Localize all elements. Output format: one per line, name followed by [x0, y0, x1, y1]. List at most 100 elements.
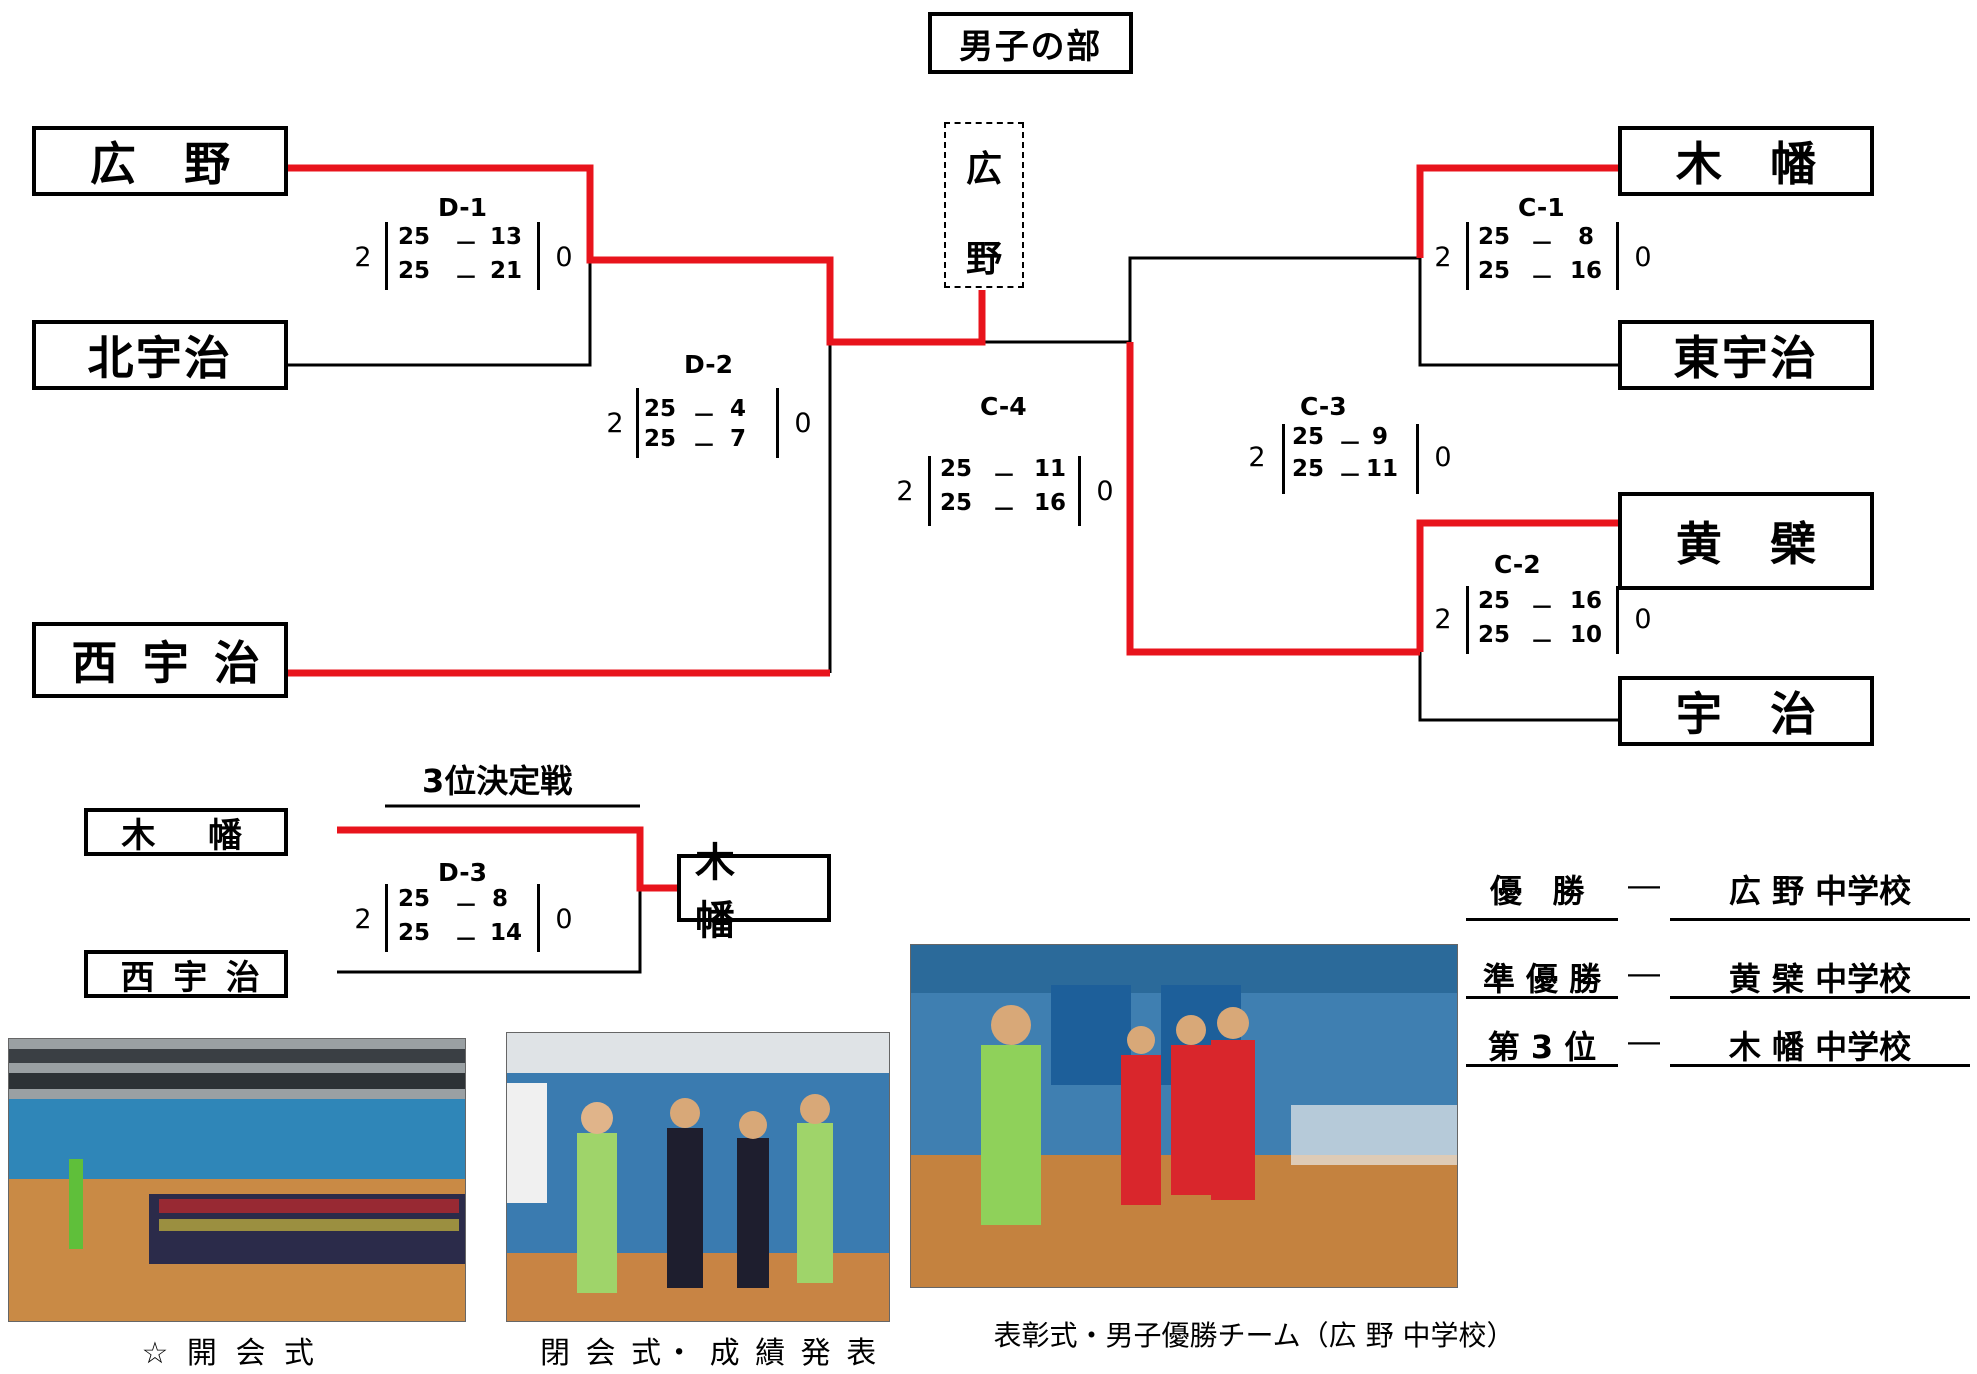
result-rank-1: 優 勝 [1490, 872, 1594, 910]
match-c1-bar-r [1616, 222, 1619, 290]
result-school-1: 広 野 中学校 [1728, 872, 1912, 910]
match-d1-dash2: － [454, 265, 478, 291]
loser-lines [285, 256, 1618, 974]
result-dash-3: ― [1628, 1022, 1660, 1060]
line-kitauji [285, 258, 592, 367]
match-c4-s2a: 25 [939, 490, 972, 516]
match-c2-s2b: 10 [1569, 622, 1602, 648]
match-d2-dash1: － [692, 403, 716, 429]
match-d2-s1b: 4 [729, 396, 746, 422]
match-c3-s1b: 9 [1371, 424, 1388, 450]
match-d1-s2b: 21 [489, 258, 522, 284]
champion-char-2: 野 [965, 239, 1002, 280]
caption-opening: ☆ 開 会 式 [141, 1336, 319, 1371]
third-winner-label: 木 幡 [695, 840, 759, 944]
result-underline-rank-1 [1466, 918, 1618, 921]
match-d3-bar-r [537, 884, 540, 952]
team-hirono: 広 野 [32, 126, 288, 196]
team-obaku: 黄 檗 [1618, 492, 1874, 590]
result-underline-rank-3 [1466, 1064, 1618, 1067]
match-d2-s1a: 25 [643, 396, 676, 422]
match-d1-s1b: 13 [489, 224, 522, 250]
match-c1-dash1: － [1530, 231, 1554, 257]
line-higashiuji [1418, 258, 1618, 367]
match-d3-dash1: － [454, 893, 478, 919]
match-c2-dash2: － [1530, 629, 1554, 655]
match-c1-s2a: 25 [1477, 258, 1510, 284]
match-c2-bar-l [1466, 586, 1469, 654]
match-d1-dash1: － [454, 231, 478, 257]
team-higashiuji: 東宇治 [1618, 320, 1874, 390]
champion-char-1: 広 [965, 149, 1002, 190]
match-c1-label: C-1 [1518, 193, 1565, 222]
caption-closing: 閉 会 式・ 成 績 発 表 [540, 1336, 880, 1371]
result-dash-2: ― [1628, 954, 1660, 992]
division-title: 男子の部 [928, 12, 1133, 74]
match-c2-right: 0 [1634, 604, 1652, 635]
winner-lines [285, 164, 1618, 892]
win-obaku [1416, 519, 1618, 652]
match-c3-s2a: 25 [1291, 456, 1324, 482]
result-school-3: 木 幡 中学校 [1728, 1028, 1912, 1066]
match-d2-dash2: － [692, 433, 716, 459]
match-d2-bar-l [636, 388, 639, 458]
result-underline-rank-2 [1466, 996, 1618, 999]
team-kitauji-label: 北宇治 [87, 331, 233, 385]
match-d2-right: 0 [794, 408, 812, 439]
team-uji: 宇 治 [1618, 676, 1874, 746]
match-d1-s1a: 25 [397, 224, 430, 250]
match-c3-s2b: 11 [1365, 456, 1398, 482]
match-c4-right: 0 [1096, 476, 1114, 507]
line-uji [1418, 652, 1618, 722]
third-team-a-label: 木 幡 [121, 815, 263, 856]
match-c4-left: 2 [896, 476, 914, 507]
match-d2-bar-r [776, 388, 779, 458]
match-d3-s2b: 14 [489, 920, 522, 946]
match-c1-left: 2 [1434, 242, 1452, 273]
team-kitauji: 北宇治 [32, 320, 288, 390]
match-d1-left: 2 [354, 242, 372, 273]
match-d2-left: 2 [606, 408, 624, 439]
match-d3-bar-l [385, 884, 388, 952]
match-d3-label: D-3 [438, 858, 487, 887]
match-d1-s2a: 25 [397, 258, 430, 284]
match-d2-s2a: 25 [643, 426, 676, 452]
champion-box: 広 野 [944, 122, 1024, 288]
match-c1-dash2: － [1530, 265, 1554, 291]
match-c3-dash2: － [1338, 463, 1362, 489]
match-c2-s2a: 25 [1477, 622, 1510, 648]
line-d3-bottom [337, 888, 642, 974]
caption-award: 表彰式・男子優勝チーム（広 野 中学校） [993, 1319, 1515, 1352]
match-c3-dash1: － [1338, 431, 1362, 457]
team-nishiuji: 西 宇 治 [32, 622, 288, 698]
match-c3-right: 0 [1434, 442, 1452, 473]
photo-closing-ceremony [506, 1032, 890, 1322]
match-c2-bar-r [1616, 586, 1619, 654]
match-c3-s1a: 25 [1291, 424, 1324, 450]
result-underline-school-2 [1670, 996, 1970, 999]
photo-closing-image [507, 1033, 889, 1321]
match-c3-label: C-3 [1300, 392, 1347, 421]
match-c4-dash1: － [992, 463, 1016, 489]
team-higashiuji-label: 東宇治 [1673, 331, 1819, 385]
third-team-b: 西 宇 治 [84, 950, 288, 998]
win-kowata-c1 [1416, 164, 1618, 258]
match-c1-s1b: 8 [1577, 224, 1594, 250]
team-kowata: 木 幡 [1618, 126, 1874, 196]
third-team-a: 木 幡 [84, 808, 288, 856]
match-c4-bar-r [1078, 456, 1081, 526]
team-nishiuji-label: 西 宇 治 [71, 636, 265, 690]
match-c2-left: 2 [1434, 604, 1452, 635]
match-c1-bar-l [1466, 222, 1469, 290]
match-c1-s2b: 16 [1569, 258, 1602, 284]
result-school-2: 黄 檗 中学校 [1728, 960, 1912, 998]
result-underline-school-3 [1670, 1064, 1970, 1067]
third-winner: 木 幡 [677, 840, 831, 944]
team-uji-label: 宇 治 [1675, 687, 1833, 741]
match-d3-left: 2 [354, 904, 372, 935]
match-c3-left: 2 [1248, 442, 1266, 473]
match-d2-s2b: 7 [729, 426, 746, 452]
match-d3-s2a: 25 [397, 920, 430, 946]
team-kowata-label: 木 幡 [1675, 137, 1833, 191]
